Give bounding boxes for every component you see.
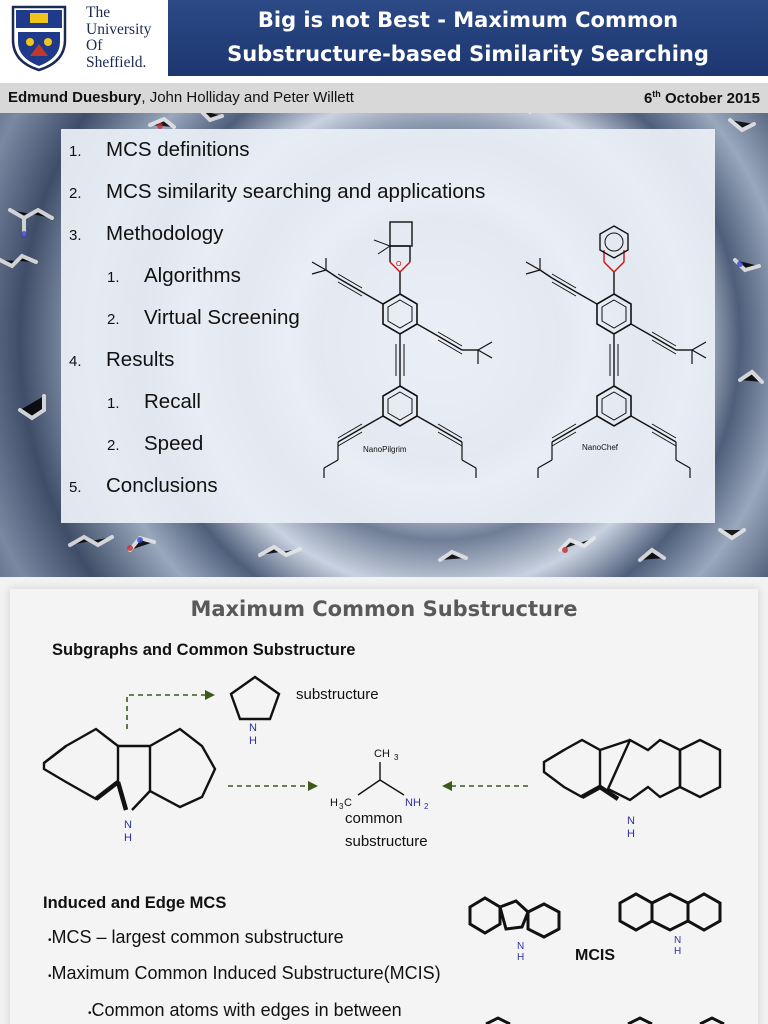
bullet-dot: •: [48, 971, 52, 982]
outline-item-recall: Recall: [144, 390, 201, 413]
outline-item-results: Results: [106, 348, 175, 371]
university-line-4: Sheffield.: [86, 53, 147, 71]
outline-item-speed: Speed: [144, 432, 204, 455]
outline-item-mcs-similarity: MCS similarity searching and application…: [106, 180, 486, 203]
svg-text:C: C: [344, 797, 352, 809]
bold-bond: [580, 785, 602, 799]
arrow-head-icon: [442, 781, 452, 791]
nanopilgrim-name: NanoPilgrim: [363, 445, 407, 454]
isopropylamine-structure: [357, 762, 405, 796]
outline-panel: 1. MCS definitions 2. MCS similarity sea…: [61, 129, 715, 523]
pyrrolidine-structure: [229, 675, 281, 721]
bullet-mcis: •Maximum Common Induced Substructure(MCI…: [48, 963, 441, 984]
bullet-mcs: •MCS – largest common substructure: [48, 927, 344, 948]
outline-num-4-2: 2.: [107, 437, 120, 454]
outline-num-3-2: 2.: [107, 311, 120, 328]
nanopilgrim-molecule: O: [311, 221, 493, 479]
subheading-induced-edge: Induced and Edge MCS: [43, 894, 227, 912]
outline-num-3-1: 1.: [107, 269, 120, 286]
nanochef-name: NanoChef: [582, 443, 619, 452]
outline-item-algorithms: Algorithms: [144, 264, 241, 287]
nh2-label: NH: [405, 797, 421, 809]
outline-num-4-1: 1.: [107, 395, 120, 412]
title-line-2: Substructure-based Similarity Searching: [227, 42, 709, 66]
bullet-dot: •: [88, 1008, 92, 1019]
presentation-date: 6th October 2015: [644, 89, 760, 107]
mcis-right-n-label: N: [674, 935, 681, 946]
university-line-3: Of: [86, 37, 103, 54]
arrow-head-icon: [308, 781, 318, 791]
pyrrolidine-n-label: N: [249, 722, 257, 734]
outline-num-5: 5.: [69, 479, 82, 496]
university-line-2: University: [86, 20, 152, 38]
mcis-label: MCIS: [575, 947, 615, 964]
title-banner: Big is not Best - Maximum Common Substru…: [168, 0, 768, 76]
oxygen-atom-label: O: [396, 261, 402, 268]
author-bar: Edmund Duesbury, John Holliday and Peter…: [0, 83, 768, 113]
mcis-left-n-label: N: [517, 941, 524, 952]
author-list: Edmund Duesbury, John Holliday and Peter…: [8, 89, 354, 106]
h3c-label: H: [330, 797, 338, 809]
nanochef-molecule: [525, 225, 707, 479]
mcis-right-structure: [618, 892, 722, 932]
common-label-line-1: common: [345, 810, 403, 827]
left-n-label: N: [124, 819, 132, 831]
arrow-to-substructure: [126, 694, 205, 729]
left-tricyclic-structure: [42, 727, 217, 811]
outline-num-3: 3.: [69, 227, 82, 244]
subgraph-figure: N H N H CH 3 H 3 C NH 2: [42, 675, 725, 1024]
ch3-label: CH: [374, 748, 390, 760]
right-h-label: H: [627, 828, 635, 840]
university-logo: The University Of Sheffield.: [0, 0, 168, 76]
outline-num-2: 2.: [69, 185, 82, 202]
outline-item-methodology: Methodology: [106, 222, 224, 245]
co-authors: , John Holliday and Peter Willett: [141, 89, 354, 106]
date-day: 6: [643, 90, 653, 107]
pyrrolidine-h-label: H: [249, 735, 257, 747]
title-line-1: Big is not Best - Maximum Common: [257, 8, 679, 32]
outline-item-virtual-screening: Virtual Screening: [144, 306, 300, 329]
nano-molecules-figure: O NanoPilgrim NanoChef: [311, 221, 707, 479]
left-h-label: H: [124, 832, 132, 844]
bullet-common-atoms: •Common atoms with edges in between: [88, 1000, 402, 1021]
arrow-head-icon: [205, 690, 215, 700]
mcis-right-h-label: H: [674, 946, 681, 957]
bold-bond: [115, 781, 129, 811]
outline-list: 1. MCS definitions 2. MCS similarity sea…: [61, 129, 715, 523]
right-tricyclic-structure: [542, 738, 722, 802]
outline-item-mcs-definitions: MCS definitions: [106, 138, 250, 161]
university-line-1: The: [86, 4, 111, 21]
mcis-left-h-label: H: [517, 952, 524, 963]
svg-text:3: 3: [339, 802, 344, 811]
bold-bond: [94, 780, 120, 801]
date-rest: October 2015: [660, 90, 760, 107]
outline-num-4: 4.: [69, 353, 82, 370]
svg-text:3: 3: [394, 753, 399, 762]
outline-item-conclusions: Conclusions: [106, 474, 218, 497]
mcs-slide: Maximum Common Substructure Subgraphs an…: [0, 577, 768, 1024]
cropped-structures: [485, 1016, 725, 1024]
date-suffix: th: [652, 89, 661, 99]
bullet-mcis-text: Maximum Common Induced Substructure(MCIS…: [51, 963, 441, 983]
bullet-mcs-text: MCS – largest common substructure: [51, 927, 344, 947]
subheading-subgraphs: Subgraphs and Common Substructure: [52, 641, 356, 659]
common-label-line-2: substructure: [345, 833, 428, 850]
title-slide: The University Of Sheffield. Big is not …: [0, 0, 768, 577]
outline-num-1: 1.: [69, 143, 82, 160]
university-name: The University Of Sheffield.: [86, 4, 152, 71]
substructure-label: substructure: [296, 686, 379, 703]
bullet-common-atoms-text: Common atoms with edges in between: [91, 1000, 402, 1020]
bold-bond: [598, 785, 620, 801]
mcis-left-structure: [468, 896, 561, 939]
university-crest-icon: [11, 5, 67, 72]
lead-author: Edmund Duesbury: [8, 89, 142, 106]
right-n-label: N: [627, 815, 635, 827]
svg-text:2: 2: [424, 802, 429, 811]
slide-title: Maximum Common Substructure: [190, 597, 578, 621]
bullet-dot: •: [48, 935, 52, 946]
